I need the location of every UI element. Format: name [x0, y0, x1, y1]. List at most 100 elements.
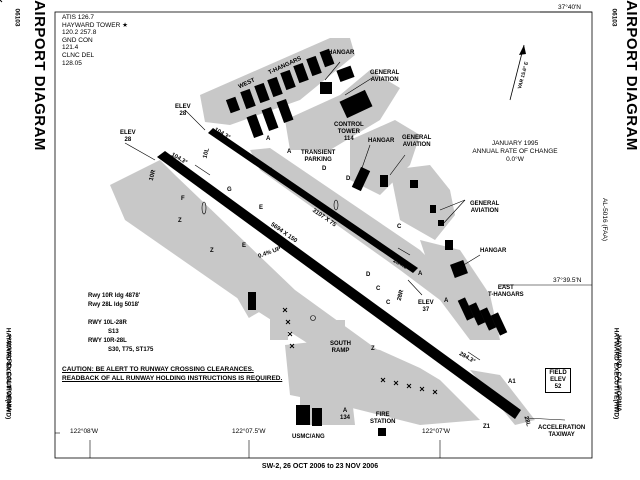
- connector-3: [330, 320, 345, 350]
- at-line1: ACCELERATION: [538, 425, 586, 431]
- elev28b-line2: 28: [124, 137, 132, 143]
- elev37-line1: ELEV: [418, 300, 434, 306]
- label-usmc: USMC/ANG: [292, 434, 325, 440]
- freq-clnc-value: 128.05: [62, 59, 82, 67]
- et-line1: EAST: [497, 285, 514, 291]
- freq-gnd: GND CON: [62, 36, 93, 44]
- rwy-ldg-10r: Rwy 10R ldg 4878': [88, 293, 141, 299]
- ga1-line1: GENERAL: [370, 70, 400, 76]
- taxiway-z1: Z1: [483, 424, 491, 430]
- tp-line1: TRANSIENT: [301, 150, 336, 156]
- ct-line3: 114: [343, 136, 354, 142]
- label-hangar-top: HANGAR: [328, 50, 355, 56]
- taxiway-a-3: A: [418, 271, 423, 277]
- taxiway-e-2: E: [242, 243, 247, 249]
- variation-annual: ANNUAL RATE OF CHANGE: [472, 148, 558, 155]
- ga1-line2: AVIATION: [370, 77, 399, 83]
- tp-line2: PARKING: [304, 157, 332, 163]
- taxiway-a-2: A: [287, 149, 292, 155]
- field-elevation-box: FIELD ELEV 52: [545, 368, 571, 393]
- central-apron: [285, 70, 400, 150]
- taxiway-c-1: C: [397, 224, 402, 230]
- variation-value: 0.0°W: [506, 156, 524, 163]
- effective-dates: SW-2, 26 OCT 2006 to 23 NOV 2006: [261, 463, 379, 470]
- taxiway-f: F: [181, 196, 185, 202]
- caution-line-1: CAUTION: BE ALERT TO RUNWAY CROSSING CLE…: [62, 366, 254, 373]
- variation-arrow: [509, 44, 526, 101]
- a134-line1: A: [342, 408, 348, 414]
- rwy-10l-28r: RWY 10L-28R: [88, 320, 127, 326]
- lon-left: 122°08'W: [70, 428, 99, 435]
- runway-10l-28r: [208, 128, 418, 273]
- lat-top: 37°40'N: [558, 4, 581, 11]
- taxiway-c-2: C: [376, 286, 381, 292]
- ct-line2: TOWER: [337, 129, 360, 135]
- rwy-10l-28r-strength: S13: [108, 329, 119, 335]
- taxiway-c-3: C: [386, 300, 391, 306]
- freq-tower: HAYWARD TOWER ★: [62, 21, 128, 29]
- leader-lines: [124, 61, 566, 421]
- lon-right: 122°07'W: [422, 428, 451, 435]
- taxiway-a1: A1: [508, 379, 516, 385]
- taxiway-z-1: Z: [178, 218, 182, 224]
- fs-line1: FIRE: [375, 412, 390, 418]
- runway-10r-28l: [157, 151, 521, 419]
- taxiway-z-2: Z: [210, 248, 214, 254]
- elev37-line2: 37: [422, 307, 430, 313]
- x-marks: [0, 0, 438, 395]
- taxiway-d-3: D: [366, 272, 371, 278]
- freq-clnc: CLNC DEL: [62, 51, 95, 59]
- fs-line2: STATION: [370, 419, 396, 425]
- buildings: [225, 48, 508, 436]
- ct-line1: CONTROL: [334, 122, 364, 128]
- rwy-10r-28l-strength: S30, T75, ST175: [108, 347, 154, 353]
- ga2-line2: AVIATION: [402, 142, 431, 148]
- ga3-line1: GENERAL: [470, 201, 500, 207]
- map-frame: [54, 11, 593, 459]
- taxiway-a-1: A: [266, 136, 271, 142]
- heading-arrows: [194, 144, 481, 361]
- ga3-line2: AVIATION: [470, 208, 499, 214]
- lat-mid: 37°39.5'N: [553, 277, 582, 284]
- caution-line-2: READBACK OF ALL RUNWAY HOLDING INSTRUCTI…: [62, 375, 283, 382]
- a134-line2: 134: [340, 415, 351, 421]
- runways: [157, 128, 521, 419]
- fe-line2: ELEV: [550, 377, 566, 383]
- taxiway-d-2: D: [322, 166, 327, 172]
- connector-2: [270, 300, 288, 340]
- elev28b-line1: ELEV: [120, 130, 136, 136]
- elev28a-line1: ELEV: [175, 104, 191, 110]
- taxiway-a-4: A: [444, 298, 449, 304]
- caution-notice: CAUTION: BE ALERT TO RUNWAY CROSSING CLE…: [62, 365, 282, 383]
- frequency-list: ATIS 126.7 HAYWARD TOWER ★ 120.2 257.8 G…: [62, 14, 128, 67]
- taxiway-e-1: E: [259, 205, 264, 211]
- rwy-10r-28l: RWY 10R-28L: [88, 338, 127, 344]
- fe-line3: 52: [554, 384, 562, 390]
- rwy-ldg-28l: Rwy 28L ldg 5018': [88, 302, 140, 308]
- fe-line1: FIELD: [549, 370, 567, 376]
- freq-gnd-value: 121.4: [62, 44, 79, 52]
- ga2-line1: GENERAL: [402, 135, 432, 141]
- et-line2: T-HANGARS: [488, 292, 524, 298]
- label-hangar-mid: HANGAR: [368, 138, 395, 144]
- freq-atis: ATIS 126.7: [62, 14, 95, 21]
- elev28a-line2: 28: [179, 111, 187, 117]
- taxiway-z-3: Z: [371, 346, 375, 352]
- at-line2: TAXIWAY: [548, 432, 575, 438]
- variation-date: JANUARY 1995: [491, 140, 539, 147]
- lon-mid: 122°07.5'W: [232, 428, 266, 435]
- label-hangar-right: HANGAR: [480, 248, 507, 254]
